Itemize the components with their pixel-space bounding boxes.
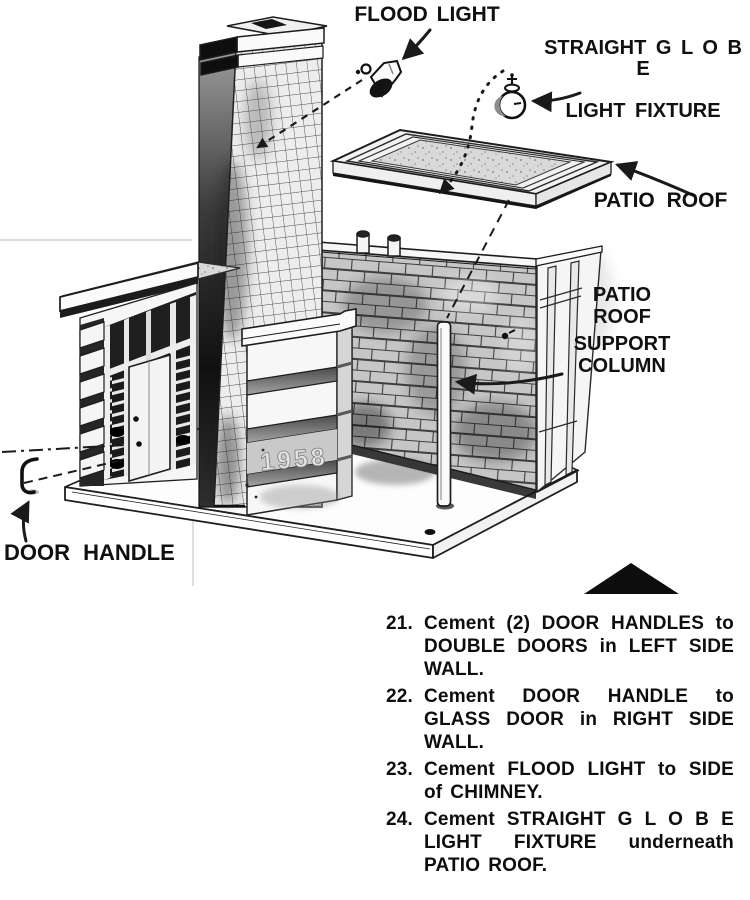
stone-band-recesses: [246, 361, 353, 509]
step-text: Cement STRAIGHT G L O B E LIGHT FIXTURE …: [424, 809, 734, 876]
flood-light-label: FLOOD LIGHT: [354, 3, 500, 26]
patio-roof-support-column: [436, 321, 454, 510]
globe-fixture-arrow: [530, 91, 582, 113]
glass-door-handle-mark: [501, 332, 509, 340]
flood-light-icon: [355, 59, 403, 98]
entry-tower: 1958: [241, 308, 357, 516]
door-handle-position-upper: [133, 416, 139, 422]
instruction-step-24: 24. Cement STRAIGHT G L O B E LIGHT FIXT…: [386, 808, 734, 877]
patio-roof-part: [329, 128, 615, 209]
step-number: 22.: [386, 686, 414, 707]
column-socket-hole: [424, 529, 436, 535]
label-arrows: [10, 28, 697, 543]
step-number: 21.: [386, 613, 414, 634]
assembly-instructions: 21. Cement (2) DOOR HANDLES to DOUBLE DO…: [386, 612, 734, 881]
globe-label-line2: LIGHT FIXTURE: [565, 100, 721, 122]
patio-roof-label: PATIO ROOF: [593, 189, 728, 212]
left-side-wing: [59, 261, 241, 487]
step-text: Cement DOOR HANDLE to GLASS DOOR in RIGH…: [424, 686, 734, 753]
leader-lines: [1, 69, 510, 484]
roof-to-column-dashed-leader: [446, 199, 510, 319]
chimney-cap: [199, 16, 328, 76]
globe-placement-dotted-path: [438, 69, 505, 195]
support-column-arrow: [454, 372, 564, 395]
globe-fixture-label: STRAIGHT G L O B E LIGHT FIXTURE: [536, 38, 750, 122]
step-text: Cement (2) DOOR HANDLES to DOUBLE DOORS …: [424, 613, 734, 680]
black-triangle-marker: [584, 563, 679, 594]
instruction-step-23: 23. Cement FLOOD LIGHT to SIDE of CHIMNE…: [386, 758, 734, 804]
globe-label-line1: STRAIGHT G L O B E: [544, 37, 742, 80]
roof-vent-pipes: [356, 230, 401, 257]
right-side-wall: [535, 245, 613, 494]
step-text: Cement FLOOD LIGHT to SIDE of CHIMNEY.: [424, 759, 734, 803]
step-number: 23.: [386, 759, 414, 780]
door-handle-arrow: [10, 500, 30, 543]
door-handle-label: DOOR HANDLE: [4, 540, 175, 565]
patio-roof-support-label-bottom: SUPPORT COLUMN: [573, 333, 671, 377]
flood-light-arrow: [401, 28, 432, 61]
step-number: 24.: [386, 809, 414, 830]
patio-roof-arrow: [615, 161, 697, 198]
patio-roof-support-label-top: PATIO ROOF: [592, 284, 652, 328]
double-doors: [128, 353, 171, 483]
instruction-step-22: 22. Cement DOOR HANDLE to GLASS DOOR in …: [386, 685, 734, 754]
door-handle-position-lower: [136, 441, 142, 447]
instruction-step-21: 21. Cement (2) DOOR HANDLES to DOUBLE DO…: [386, 612, 734, 681]
globe-light-fixture-icon: [494, 73, 527, 120]
door-handle-icon: [20, 457, 39, 495]
house-number: 1958: [259, 443, 329, 477]
planter-block-pilaster: [79, 318, 105, 486]
handle-leader-dashed: [23, 460, 119, 484]
handle-leader-dashdot: [1, 444, 127, 453]
